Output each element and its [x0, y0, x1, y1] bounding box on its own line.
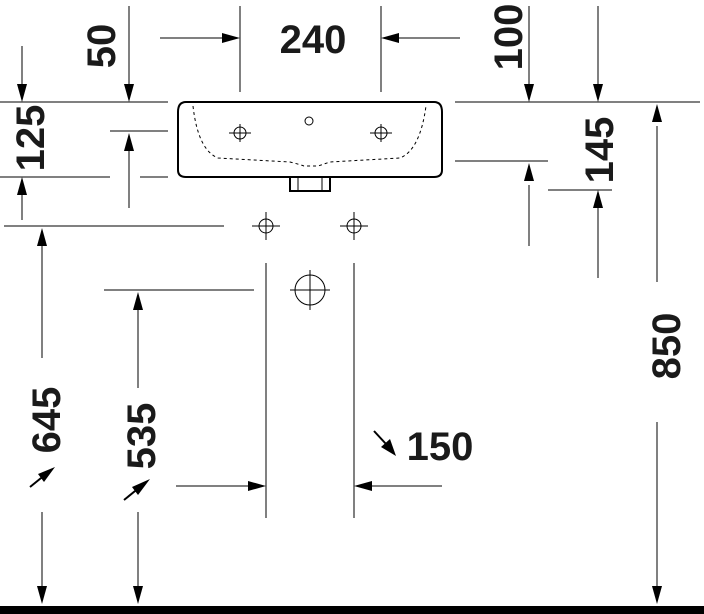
dim-240: 240 [280, 18, 347, 62]
waste-outlet [289, 176, 331, 192]
dim-850: 850 [645, 313, 689, 380]
waste-connection [290, 270, 330, 310]
dim-125: 125 [9, 105, 53, 172]
dim-645: 645 [25, 387, 69, 454]
extension-lines [0, 6, 700, 291]
tap-hole-right [370, 124, 392, 142]
water-connection-right [340, 212, 368, 240]
basin [177, 101, 443, 192]
dim-150: 150 [407, 425, 474, 469]
dim-145: 145 [578, 117, 622, 184]
dimension-arrows [17, 6, 662, 604]
dimension-labels: 240 50 100 125 145 850 645 535 150 [9, 4, 689, 470]
basin-outline [177, 101, 443, 178]
water-connection-left [252, 212, 280, 240]
overflow-hole [304, 116, 314, 126]
basin-bowl-inner [192, 105, 427, 167]
dim-535: 535 [120, 403, 164, 470]
dim-100: 100 [487, 4, 531, 71]
tap-hole-left [229, 124, 251, 142]
dim-50: 50 [80, 24, 124, 69]
floor-line [0, 606, 704, 614]
